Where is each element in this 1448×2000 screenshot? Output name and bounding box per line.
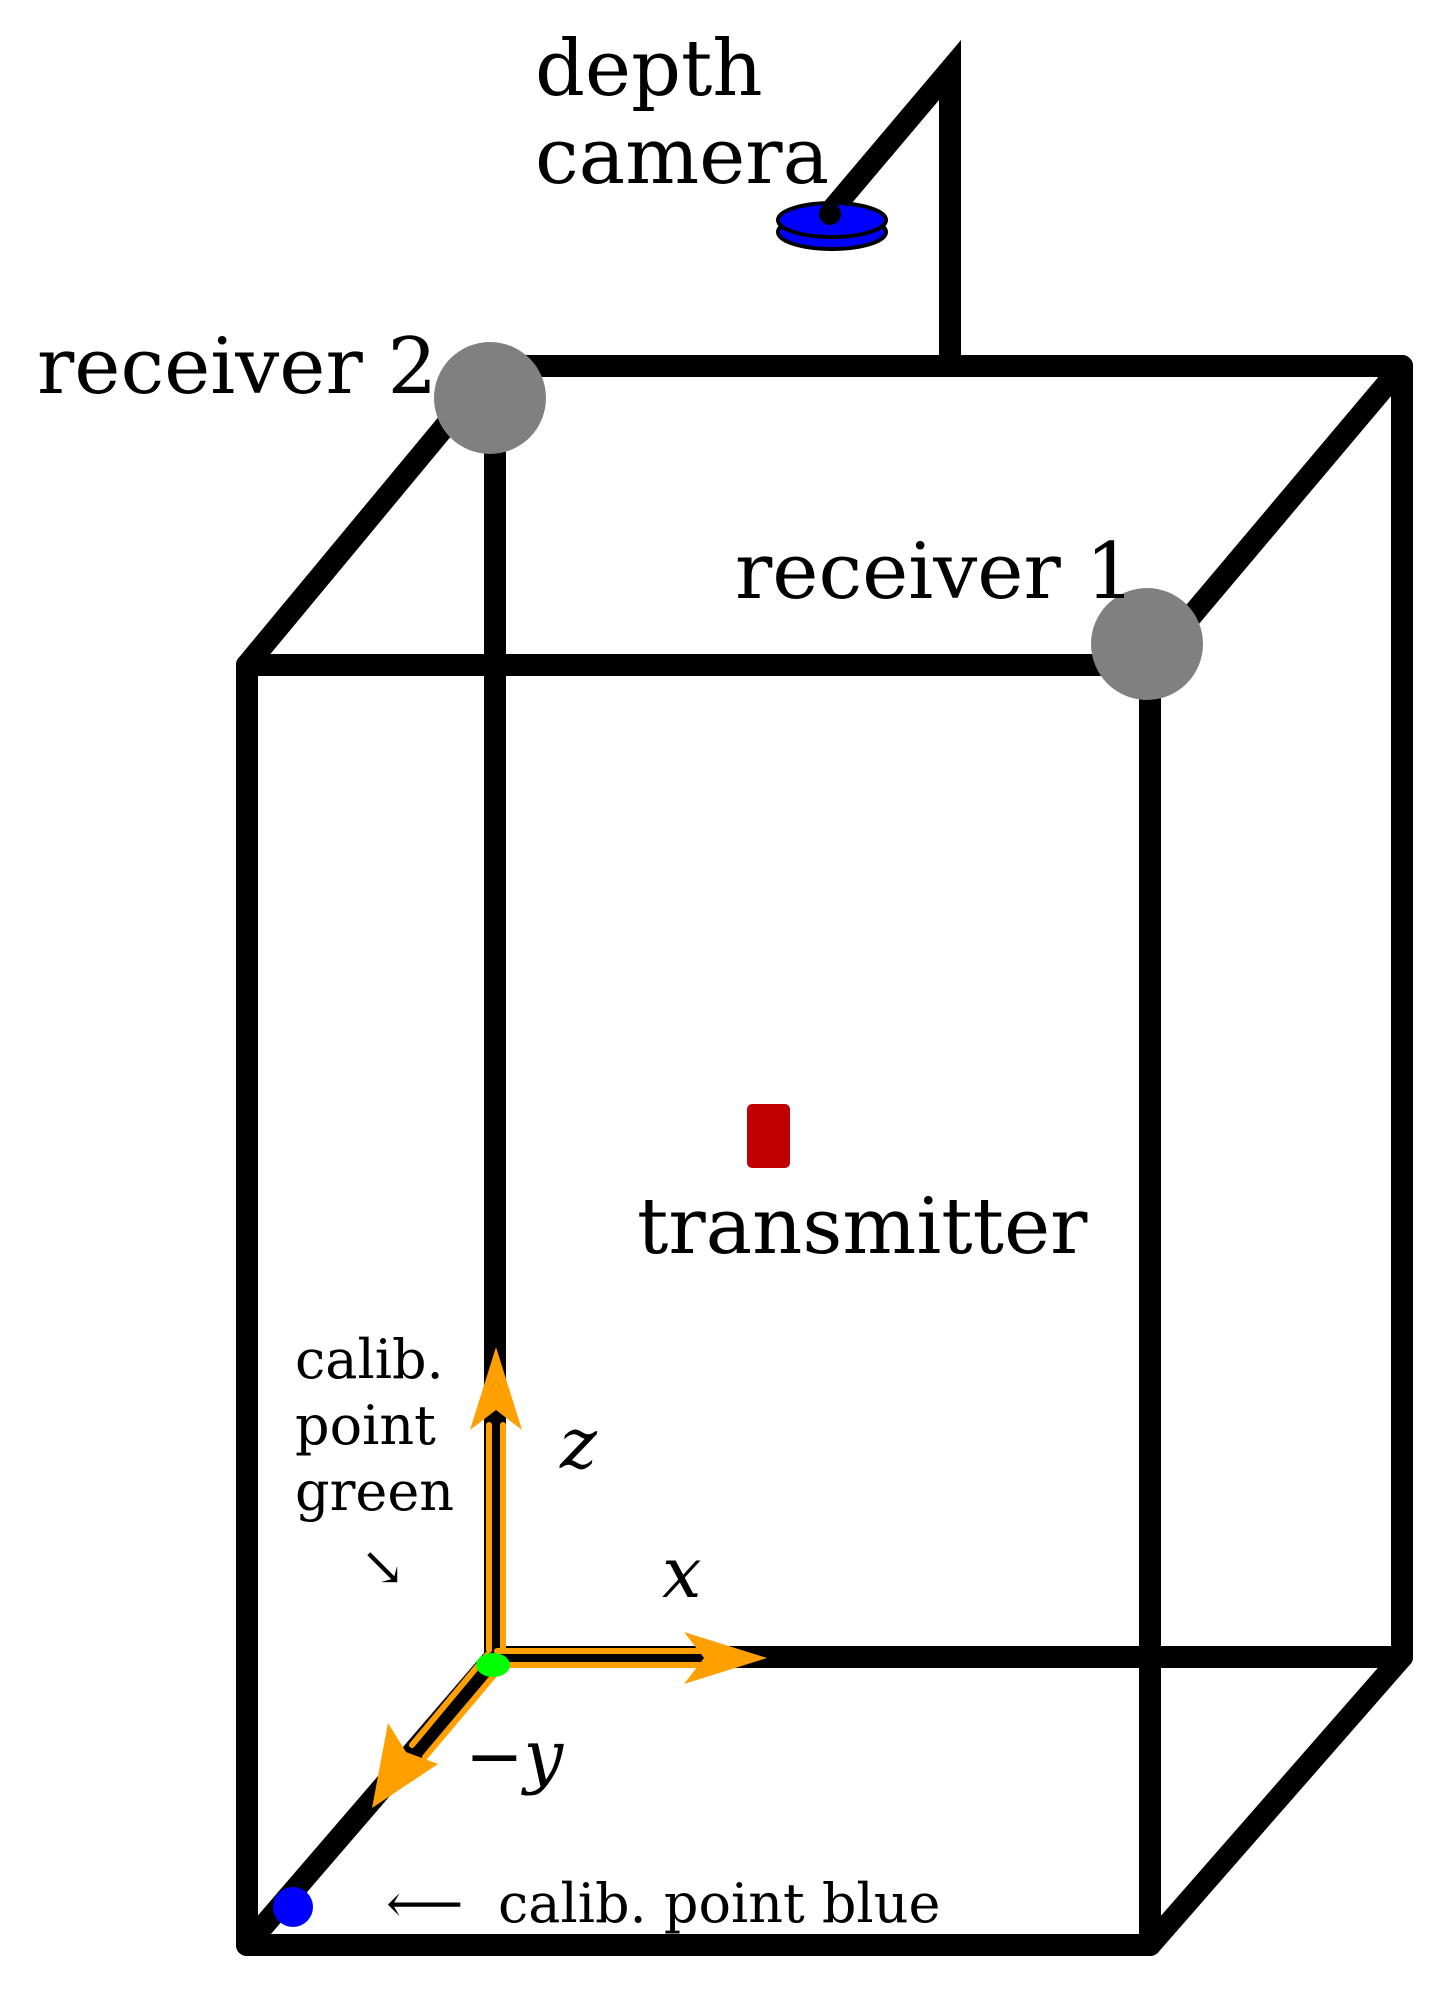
axis-z-arrowhead <box>470 1347 522 1430</box>
depth-camera-label-line2: camera <box>535 112 829 202</box>
axis-x-label: x <box>662 1532 701 1614</box>
axis-y-arrowhead <box>372 1723 438 1808</box>
receiver-2-label: receiver 2 <box>37 322 437 412</box>
calib-point-green-dot <box>476 1653 510 1677</box>
calib-point-green-label-line3: green <box>295 1460 454 1523</box>
receiver-2-sphere <box>434 342 546 454</box>
transmitter-label: transmitter <box>637 1182 1088 1272</box>
frame-bottom-right-diagonal <box>1139 1646 1413 1956</box>
calib-point-green-label-line1: calib. <box>295 1328 444 1391</box>
camera-mount-pole <box>819 39 961 377</box>
calib-point-blue-dot <box>273 1887 313 1927</box>
coordinate-axes <box>409 1422 703 1760</box>
axis-z-label: z <box>559 1403 598 1485</box>
axis-minus-y-label: −y <box>465 1715 565 1797</box>
calib-point-green-label-line2: point <box>295 1394 436 1457</box>
calib-point-green-pointer-icon: ↘ <box>360 1535 405 1598</box>
receiver-1-label: receiver 1 <box>735 527 1135 617</box>
axis-y-line <box>409 1652 490 1748</box>
receiver-1-sphere <box>1091 588 1203 700</box>
depth-camera-mount-joint <box>819 203 841 225</box>
depth-camera-label-line1: depth <box>535 24 763 114</box>
axis-x-arrowhead <box>684 1632 767 1684</box>
transmitter-block <box>747 1104 790 1168</box>
calib-point-blue-pointer-icon: ⟵ <box>386 1872 463 1935</box>
calib-point-blue-label: calib. point blue <box>498 1872 940 1935</box>
axis-y-line-2 <box>422 1664 504 1760</box>
depth-camera-icon <box>776 201 888 251</box>
